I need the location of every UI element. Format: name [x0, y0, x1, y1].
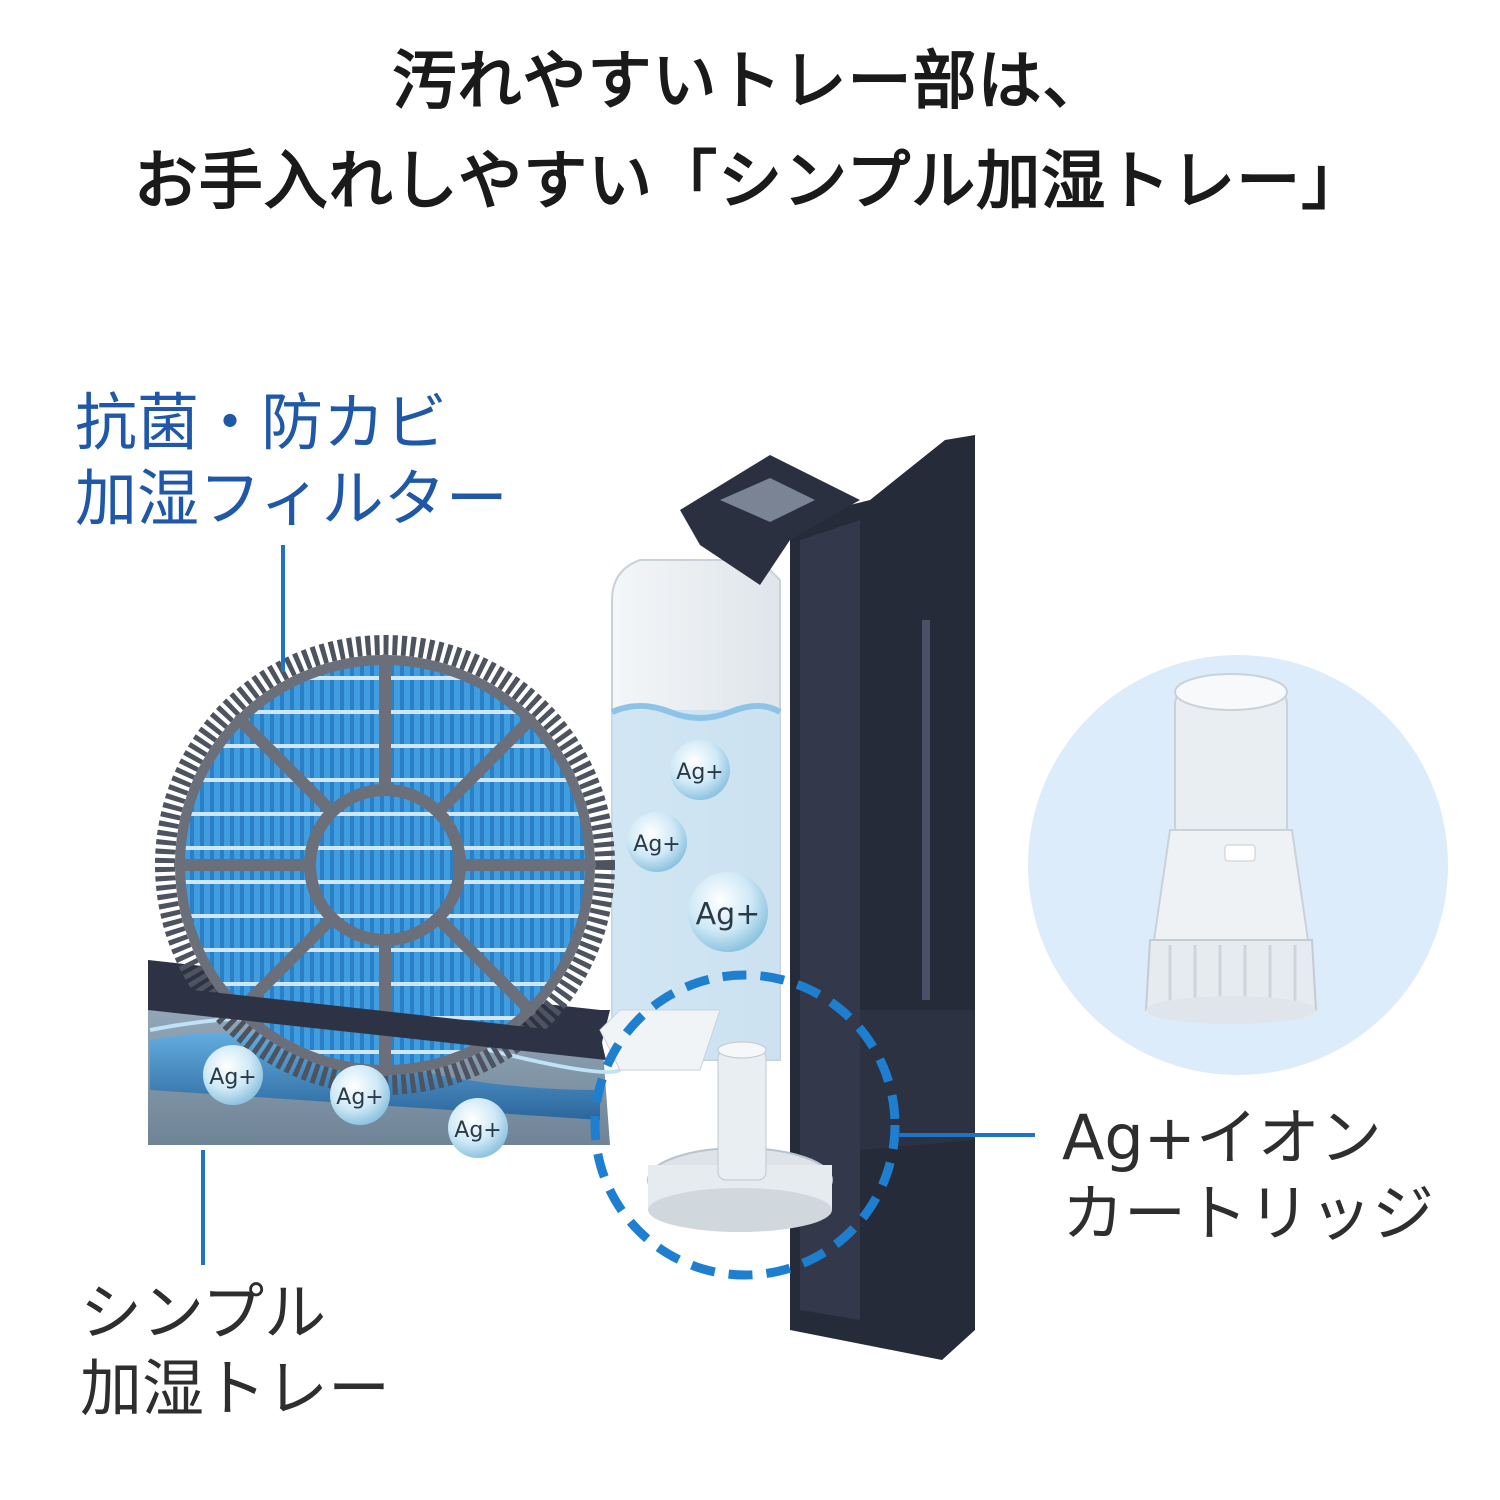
- svg-text:Ag+: Ag+: [209, 1065, 256, 1090]
- label-cartridge-line-1: Ag+イオン: [1062, 1101, 1382, 1174]
- ion-bubble: Ag+: [203, 1045, 263, 1105]
- ion-bubble: Ag+: [448, 1098, 508, 1158]
- label-filter-line-2: 加湿フィルター: [75, 461, 508, 535]
- label-tray-line-2: 加湿トレー: [80, 1351, 391, 1425]
- label-ion-cartridge: Ag+イオン カートリッジ: [1062, 1100, 1434, 1251]
- headline-line-2: お手入れしやすい「シンプル加湿トレー」: [133, 145, 1367, 219]
- tray-front-lip: [148, 985, 606, 1060]
- humidifier-body: [790, 435, 975, 1360]
- cartridge-closeup: [1028, 655, 1448, 1075]
- label-filter-line-1: 抗菌・防カビ: [75, 386, 448, 459]
- svg-text:Ag+: Ag+: [676, 760, 723, 785]
- ion-bubble: Ag+: [688, 872, 768, 952]
- svg-text:Ag+: Ag+: [336, 1085, 383, 1110]
- svg-text:Ag+: Ag+: [633, 832, 680, 857]
- label-simple-tray: シンプル 加湿トレー: [80, 1275, 390, 1426]
- svg-text:Ag+: Ag+: [696, 897, 761, 932]
- label-cartridge-line-2: カートリッジ: [1062, 1176, 1435, 1250]
- ion-bubbles: Ag+ Ag+ Ag+ Ag+ Ag+ Ag+: [203, 740, 768, 1158]
- headline-line-1: 汚れやすいトレー部は、: [392, 45, 1108, 119]
- label-tray-line-1: シンプル: [80, 1276, 327, 1349]
- ion-bubble: Ag+: [670, 740, 730, 800]
- ion-bubble: Ag+: [627, 812, 687, 872]
- label-humidifying-filter: 抗菌・防カビ 加湿フィルター: [75, 385, 508, 536]
- ion-bubble: Ag+: [330, 1065, 390, 1125]
- highlight-dashed-circle: [590, 970, 900, 1280]
- svg-text:Ag+: Ag+: [454, 1118, 501, 1143]
